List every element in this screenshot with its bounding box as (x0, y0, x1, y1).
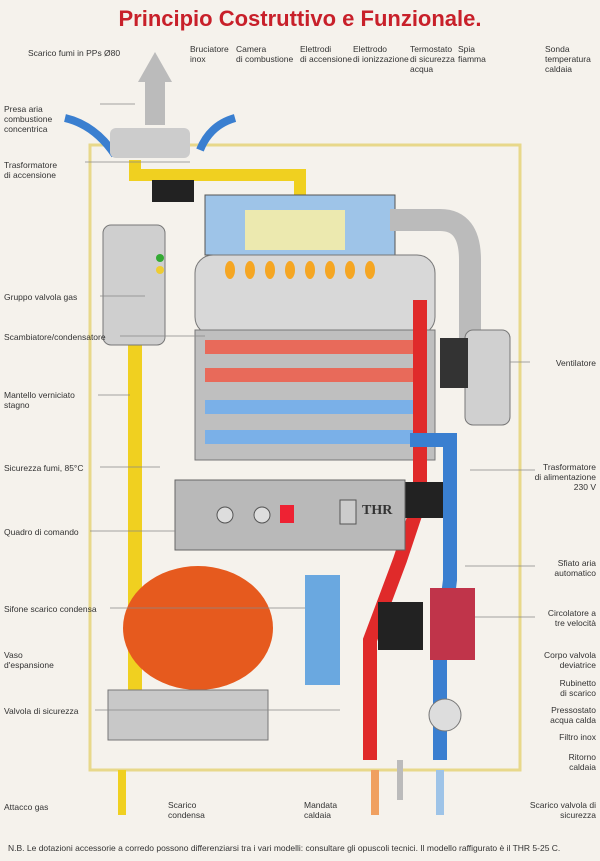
control-knob-1 (216, 506, 234, 524)
label-safety-valve: Valvola di sicurezza (4, 706, 79, 716)
label-burner: Bruciatore inox (190, 44, 229, 64)
label-circulation-pump: Circolatore a tre velocità (547, 608, 596, 628)
label-sealed-casing: Mantello verniciato stagno (4, 390, 75, 410)
label-fan: Ventilatore (555, 358, 596, 368)
gas-valve-indicator-green (156, 254, 164, 262)
footer-note: N.B. Le dotazioni accessorie a corredo p… (8, 843, 561, 853)
label-condensate-drain: Scarico condensa (168, 800, 205, 820)
label-power-transformer: Trasformatore di alimentazione 230 V (534, 462, 596, 492)
label-air-intake: Presa aria combustione concentrica (4, 104, 53, 134)
label-ignition-transformer: Trasformatore di accensione (4, 160, 58, 180)
flue-exhaust-arrow (138, 52, 172, 82)
casing-frame (88, 143, 522, 772)
label-flue-safety: Sicurezza fumi, 85°C (4, 463, 84, 473)
label-boiler-temp-probe: Sonda temperatura caldaia (545, 44, 591, 74)
label-gas-valve: Gruppo valvola gas (4, 292, 78, 302)
condensate-trap (305, 575, 340, 685)
gas-valve-indicator-yellow (156, 266, 164, 274)
fan-housing (464, 329, 511, 426)
vessel-base (107, 689, 269, 741)
circulation-pump (378, 602, 423, 650)
flue-exhaust-pipe (145, 80, 165, 125)
label-drain-tap: Rubinetto di scarico (559, 678, 596, 698)
control-switch (339, 499, 357, 525)
leader-lines (85, 103, 535, 711)
control-display (280, 505, 294, 523)
power-transformer (405, 482, 443, 518)
diverter-valve-body (430, 588, 475, 660)
label-heat-exchanger: Scambiatore/condensatore (4, 332, 106, 342)
label-combustion-chamber: Camera di combustione (236, 44, 294, 64)
fan-air-duct (390, 209, 481, 340)
label-diverter-valve: Corpo valvola deviatrice (544, 650, 596, 670)
label-gas-connection: Attacco gas (4, 802, 49, 812)
label-condensate-trap: Sifone scarico condensa (4, 604, 97, 614)
label-expansion-vessel: Vaso d'espansione (4, 650, 54, 670)
label-boiler-return: Ritorno caldaia (568, 752, 596, 772)
exchanger-hot-rows (205, 340, 415, 382)
bottom-connections (118, 760, 444, 815)
label-air-vent: Sfiato aria automatico (554, 558, 596, 578)
gas-valve (102, 224, 166, 346)
label-boiler-flow: Mandata caldaia (304, 800, 338, 820)
cold-water-pipe (410, 433, 457, 760)
exchanger-cold-rows (205, 400, 415, 444)
panel-brand: THR (362, 503, 393, 518)
ignition-transformer (152, 180, 194, 202)
fan-motor (440, 338, 468, 388)
flue-duct-top (129, 160, 306, 210)
air-intake-arrow-right (196, 114, 237, 152)
page-title: Principio Costruttivo e Funzionale. (118, 6, 482, 31)
label-ignition-electrodes: Elettrodi di accensione (300, 44, 352, 64)
label-pressure-switch: Pressostato acqua calda (550, 705, 596, 725)
burner-flames (225, 261, 375, 279)
label-flue-exhaust: Scarico fumi in PPs Ø80 (28, 48, 121, 58)
hot-water-pressure-switch (428, 698, 462, 732)
label-safety-thermostat: Termostato di sicurezza acqua (410, 44, 455, 74)
burner-glow (245, 210, 345, 250)
label-control-panel: Quadro di comando (4, 527, 79, 537)
expansion-vessel (123, 566, 273, 690)
label-ionization-electrode: Elettrodo di ionizzazione (353, 44, 409, 64)
label-flame-sight: Spia fiamma (458, 44, 486, 64)
control-knob-2 (253, 506, 271, 524)
label-filter: Filtro inox (559, 732, 596, 742)
flue-collector (110, 128, 190, 158)
label-safety-valve-drain: Scarico valvola di sicurezza (529, 800, 596, 820)
